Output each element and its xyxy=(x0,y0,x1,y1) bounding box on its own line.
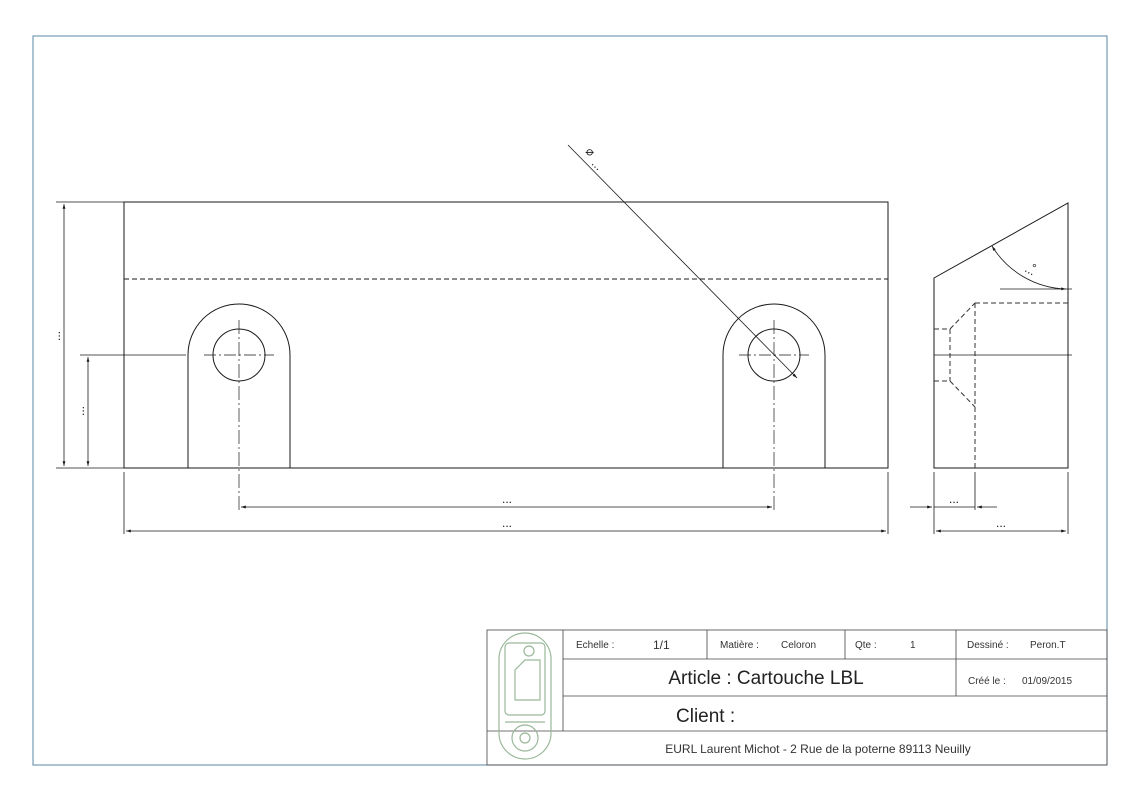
company-logo xyxy=(498,632,552,760)
article-title: Article : Cartouche LBL xyxy=(668,668,863,689)
diameter-leader xyxy=(567,144,798,379)
diameter-dimension-value: ... xyxy=(589,156,606,173)
diameter-symbol: ⌀ xyxy=(583,144,598,159)
front-view-dimensions xyxy=(56,144,889,534)
front-view xyxy=(123,201,889,510)
drawn-value: Peron.T xyxy=(1030,640,1066,651)
angle-dimension-arc xyxy=(991,245,1067,291)
scale-label: Echelle : xyxy=(576,640,614,651)
left-boss xyxy=(187,303,291,510)
material-value: Celoron xyxy=(781,640,816,651)
side-view-hidden-lines xyxy=(934,302,1068,468)
title-block xyxy=(486,629,1108,766)
address-line: EURL Laurent Michot - 2 Rue de la potern… xyxy=(665,742,971,756)
hole-height-dimension-value: ... xyxy=(73,406,87,416)
height-dimension-value: ... xyxy=(49,331,63,341)
sheet-border xyxy=(32,35,1108,766)
front-view-outline xyxy=(123,201,889,469)
qty-label: Qte : xyxy=(855,640,877,651)
scale-value: 1/1 xyxy=(653,638,670,652)
right-boss xyxy=(722,303,826,510)
hole-spacing-dimension-value: ... xyxy=(502,492,512,506)
qty-value: 1 xyxy=(910,640,916,651)
side-width-dimension-value: ... xyxy=(996,516,1006,530)
drawn-label: Dessiné : xyxy=(967,640,1009,651)
material-label: Matière : xyxy=(720,640,759,651)
side-view-dimensions xyxy=(910,245,1072,534)
created-value: 01/09/2015 xyxy=(1022,676,1072,687)
angle-unit: ° xyxy=(1032,261,1037,275)
overall-width-dimension-value: ... xyxy=(502,516,512,530)
side-view xyxy=(933,202,1072,469)
side-view-outline xyxy=(933,202,1069,469)
created-label: Créé le : xyxy=(968,676,1006,687)
chamfer-depth-value: ... xyxy=(949,492,959,506)
client-label: Client : xyxy=(676,706,735,727)
